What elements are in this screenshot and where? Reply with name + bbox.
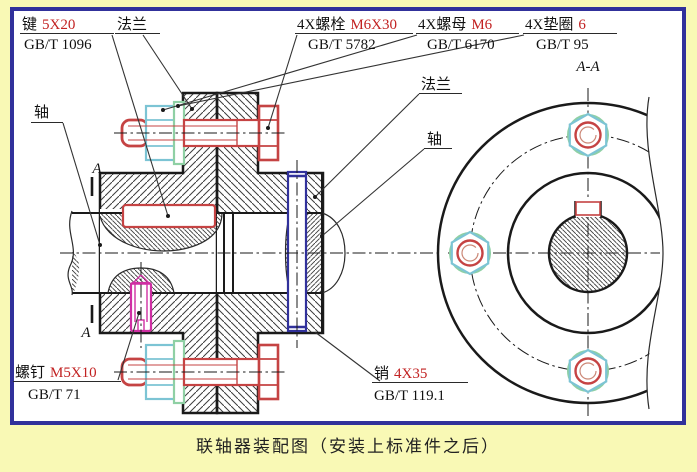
callout-pin-std: GB/T 119.1 bbox=[374, 388, 445, 404]
top-bolt-assembly bbox=[114, 100, 288, 166]
shaft-section-circle bbox=[547, 212, 629, 294]
callout-flange-right: 法兰 bbox=[419, 76, 462, 95]
leader-lines bbox=[62, 34, 525, 382]
shaft-break-line bbox=[67, 210, 74, 296]
pin-part bbox=[286, 160, 308, 348]
cut-mark-bottom: A bbox=[80, 325, 91, 341]
callout-washer-std: GB/T 95 bbox=[536, 37, 589, 53]
callout-flange-right-name: 法兰 bbox=[421, 76, 451, 93]
keyway bbox=[574, 200, 602, 218]
section-cut-marks: A A bbox=[80, 161, 102, 341]
leader-dots bbox=[98, 104, 324, 315]
callout-flange-top-name: 法兰 bbox=[117, 16, 147, 33]
nut-assembly-top bbox=[567, 112, 609, 158]
callout-key-std: GB/T 1096 bbox=[24, 37, 92, 53]
drawing-caption: 联轴器装配图（安装上标准件之后） bbox=[196, 437, 500, 456]
callout-screw-std: GB/T 71 bbox=[28, 387, 81, 403]
section-title: A-A bbox=[575, 59, 600, 75]
callout-flange-top: 法兰 bbox=[115, 16, 160, 35]
nut-assembly-left bbox=[449, 230, 491, 276]
callout-shaft-right-name: 轴 bbox=[427, 131, 442, 148]
callout-shaft-right: 轴 bbox=[424, 131, 452, 150]
shaft-break-bulge bbox=[321, 212, 346, 294]
callout-shaft-left: 轴 bbox=[31, 104, 63, 124]
break-line bbox=[646, 96, 664, 410]
callout-nut-std: GB/T 6170 bbox=[427, 37, 495, 53]
cut-mark-top: A bbox=[91, 161, 102, 177]
callout-shaft-left-name: 轴 bbox=[34, 104, 49, 121]
section-view-aa bbox=[436, 88, 664, 418]
nut-assembly-bottom bbox=[567, 348, 609, 394]
callout-bolt-std: GB/T 5782 bbox=[308, 37, 376, 53]
bottom-bolt-assembly bbox=[114, 339, 288, 405]
front-view bbox=[60, 91, 438, 415]
set-screw-part bbox=[107, 262, 175, 348]
